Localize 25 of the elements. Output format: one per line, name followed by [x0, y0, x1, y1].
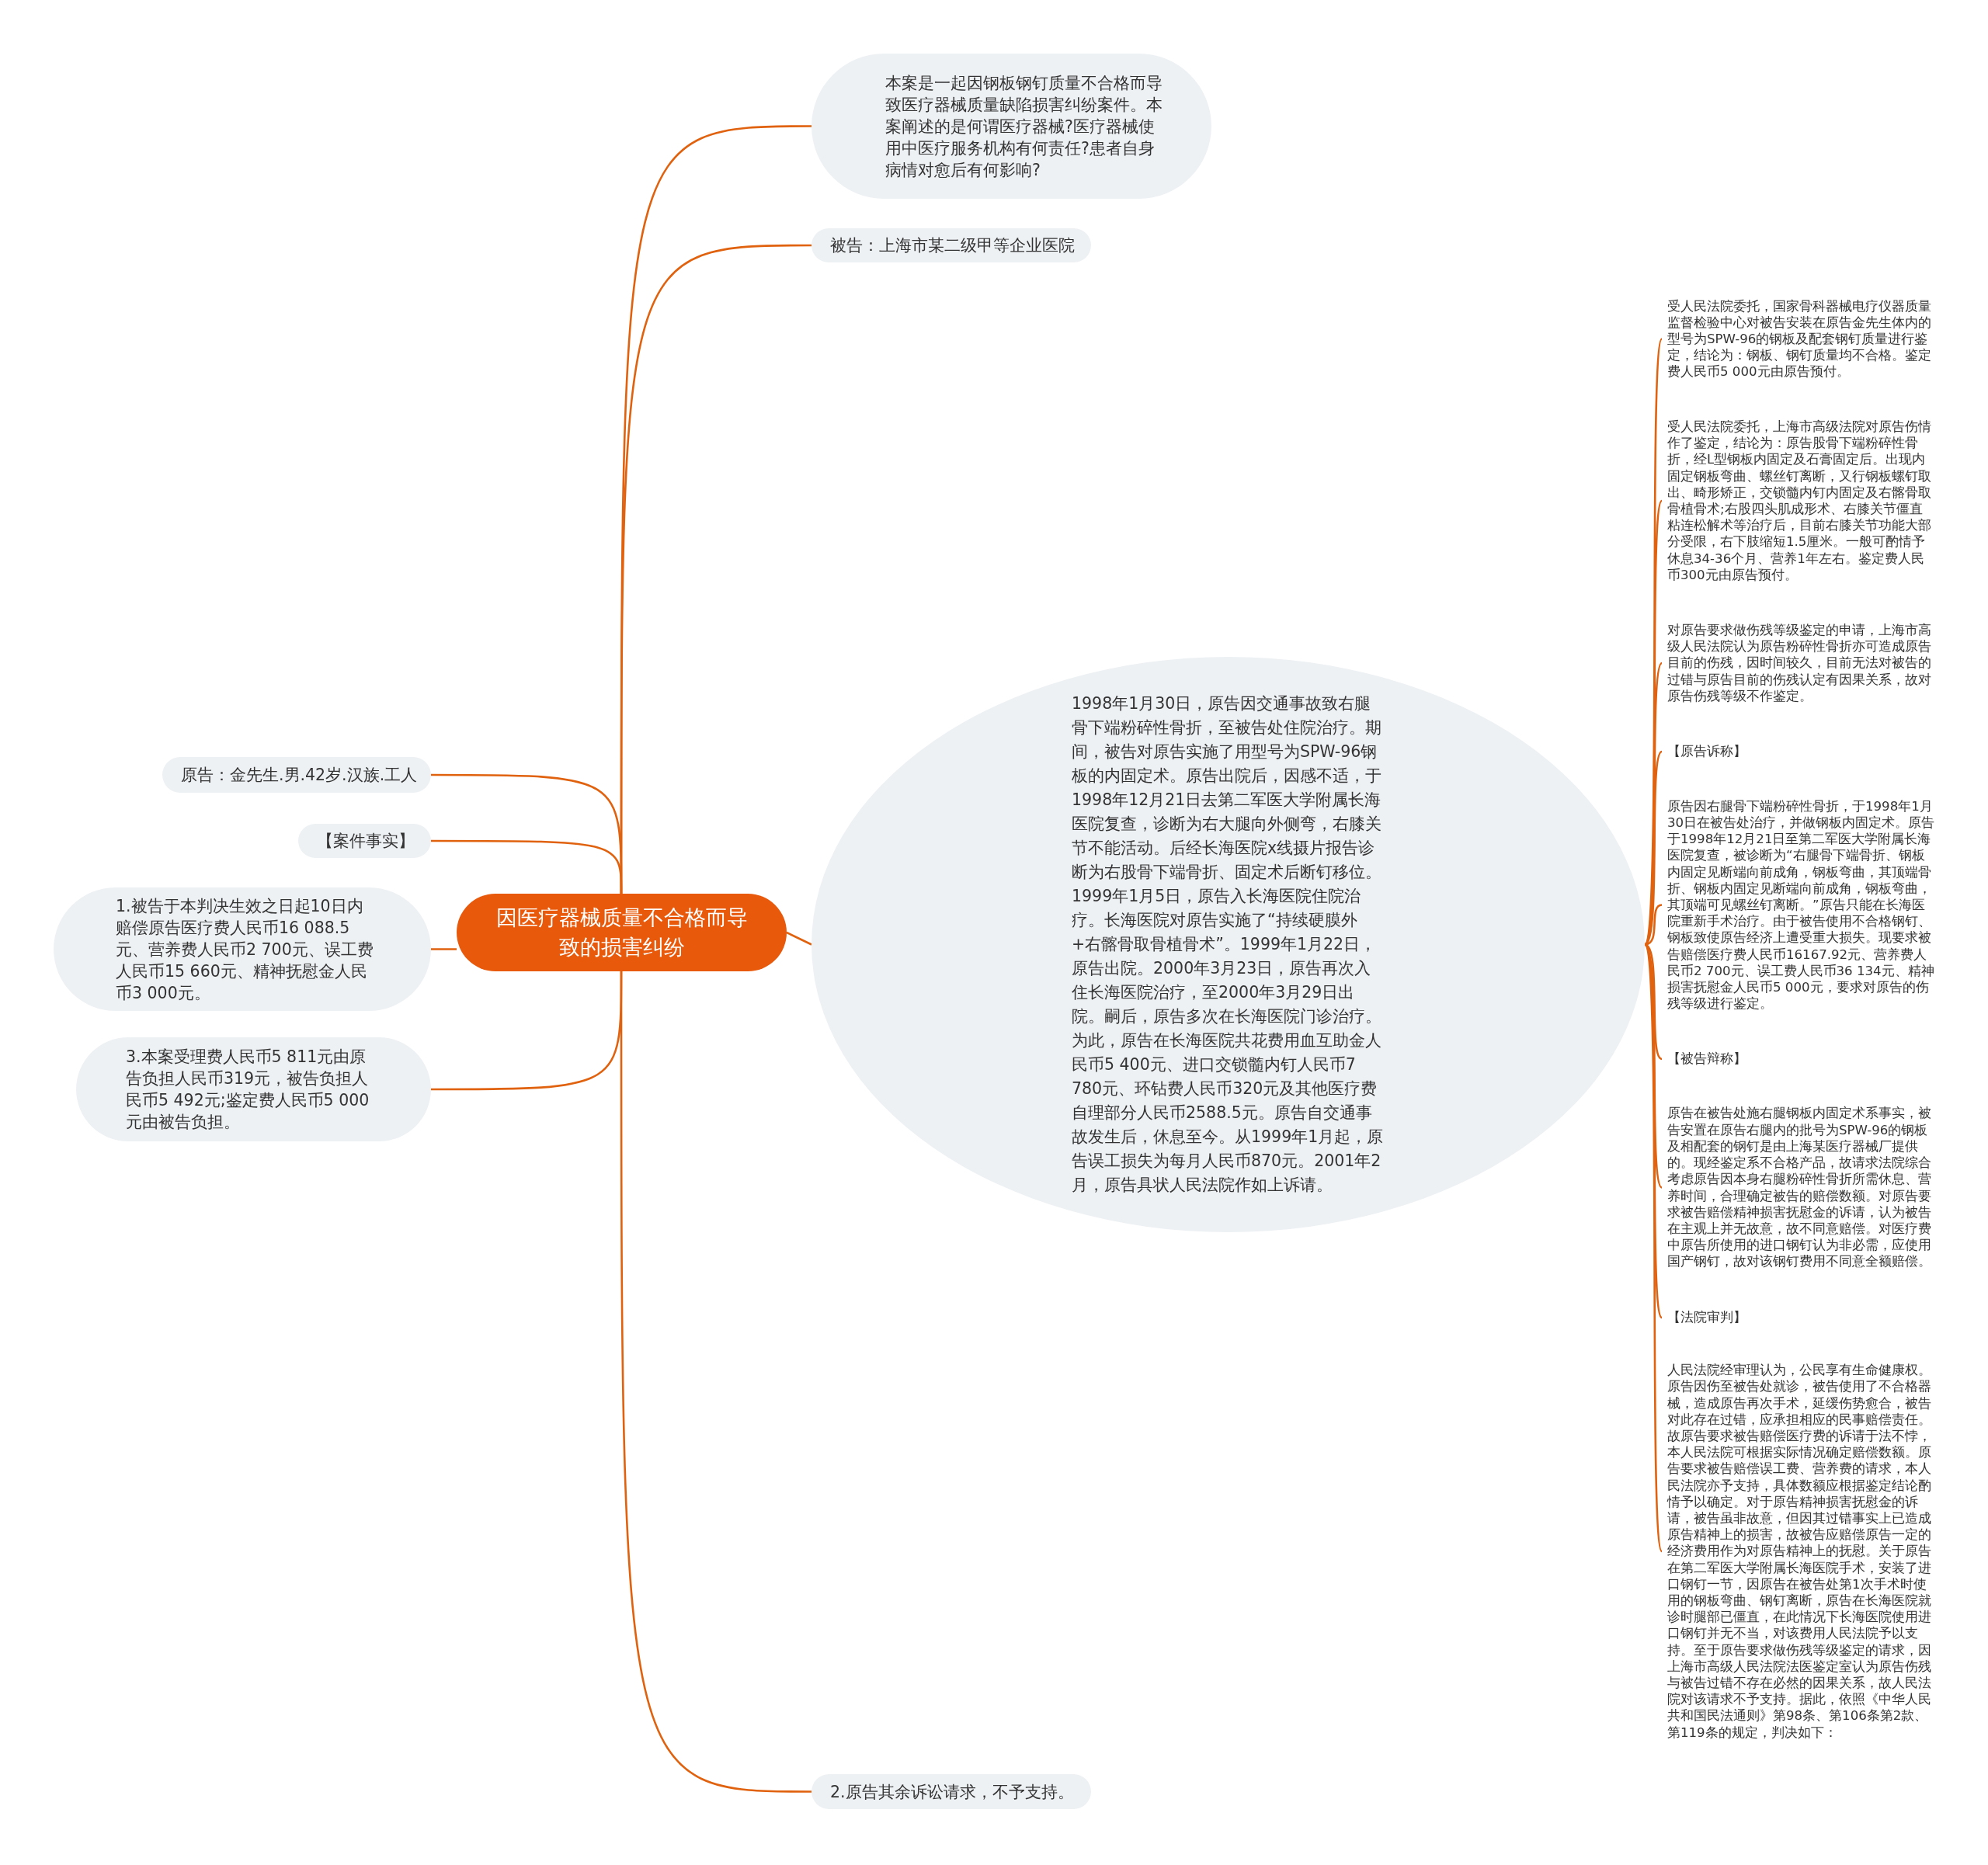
connector-line [1644, 751, 1663, 946]
central-topic: 因医疗器械质量不合格而导致的损害纠纷 [457, 894, 787, 971]
topic-bubble: 本案是一起因钢板钢钉质量不合格而导致医疗器械质量缺陷损害纠纷案件。本案阐述的是何谓医疗器械?医疗器械使用中医疗服务机构有何责任?患者自身病情对愈后有何影响? [812, 54, 1211, 199]
topic-pill: 原告：金先生.男.42岁.汉族.工人 [162, 757, 431, 793]
connector-line [1643, 662, 1663, 946]
topic-pill: 【案件事实】 [298, 824, 431, 858]
note-text: 原告在被告处施右腿钢板内固定术系事实，被告安置在原告右腿内的批号为SPW-96的钢板及相配套的钢钉是由上海某医疗器械厂提供的。现经鉴定系不合格产品，故请求法院综合考虑原告因本身右腿粉碎性骨折所需休息、营养时间，合理确定被告的赔偿数额。对原告要求被告赔偿精神损害抚慰金的诉请，认为被告在主观上并无故意，故不同意赔偿。对医疗费中原告所使用的进口钢钉认为非必需，应使用国产钢钉，故对该钢钉费用不同意全额赔偿。 [1662, 1107, 1941, 1268]
note-text: 原告因右腿骨下端粉碎性骨折，于1998年1月30日在被告处治疗，并做钢板内固定术。原告于1998年12月21日至第二军医大学附属长海医院复查，被诊断为“右腿骨下端骨折、钢板内固定见断端向前成角，钢板弯曲，其顶端骨折、钢板内固定见断端向前成角，钢板弯曲，其顶端可见螺丝钉离断。”原告只能在长海医院重新手术治疗。由于被告使用不合格钢钉、钢板致使原告经济上遭受重大损失。现要求被告赔偿医疗费人民币16167.92元、营养费人民币2 700元、误工费人民币36 134元、精神损害抚慰金人民币5 000元，要求对原告的伤残等级进行鉴定。 [1662, 799, 1941, 1011]
connector-line [786, 931, 812, 946]
topic-pill: 被告：上海市某二级甲等企业医院 [812, 228, 1091, 262]
note-text: 对原告要求做伤残等级鉴定的申请，上海市高级人民法院认为原告粉碎性骨折亦可造成原告目前的伤残，因时间较久，目前无法对被告的过错与原告目前的伤残认定有因果关系，故对原告伤残等级不作鉴定。 [1662, 623, 1941, 703]
note-text: 【被告辩称】 [1662, 1050, 1941, 1068]
note-text: 【原告诉称】 [1662, 742, 1941, 761]
connector-line [431, 839, 623, 894]
connector-line [1643, 944, 1663, 1552]
connector-line [431, 948, 457, 950]
connector-line [620, 971, 812, 1793]
text-ellipse: 1998年1月30日，原告因交通事故致右腿骨下端粉碎性骨折，至被告处住院治疗。期间，被告对原告实施了用型号为SPW-96钢板的内固定术。原告出院后，因感不适，于1998年12月21日去第二军医大学附属长海医院复查，诊断为右大腿向外侧弯，右膝关节不能活动。后经长海医院x线摄片报告诊断为右股骨下端骨折、固定术后断钉移位。1999年1月5日，原告入长海医院住院治疗。长海医院对原告实施了“持续硬膜外+右髂骨取骨植骨术”。1999年1月22日，原告出院。2000年3月23日，原告再次入住长海医院治疗，至2000年3月29日出院。嗣后，原告多次在长海医院门诊治疗。为此，原告在长海医院共花费用血互助金人民币5 400元、进口交锁髓内钉人民币7 780元、环钻费人民币320元及其他医疗费自理部分人民币2588.5元。原告自交通事故发生后，休息至今。从1999年1月起，原告误工损失为每月人民币870元。2001年2月，原告具状人民法院作如上诉请。 [812, 657, 1645, 1232]
topic-bubble: 1.被告于本判决生效之日起10日内赔偿原告医疗费人民币16 088.5元、营养费人民币2 700元、误工费人民币15 660元、精神抚慰金人民币3 000元。 [54, 887, 431, 1011]
note-text: 受人民法院委托，上海市高级法院对原告伤情作了鉴定，结论为：原告股骨下端粉碎性骨折，经L型钢板内固定及石膏固定后。出现内固定钢板弯曲、螺丝钉离断，又行钢板螺钉取出、畸形矫正，交锁髓内钉内固定及右髂骨取骨植骨术;右股四头肌成形术、右膝关节僵直粘连松解术等治疗后，目前右膝关节功能大部分受限，右下肢缩短1.5厘米。一般可酌情予休息34-36个月、营养1年左右。鉴定费人民币300元由原告预付。 [1662, 421, 1941, 581]
connector-line [1643, 339, 1663, 945]
topic-bubble: 3.本案受理费人民币5 811元由原告负担人民币319元，被告负担人民币5 492元;鉴定费人民币5 000元由被告负担。 [76, 1037, 431, 1141]
note-text: 【法院审判】 [1662, 1308, 1941, 1327]
topic-pill: 2.原告其余诉讼请求，不予支持。 [812, 1774, 1091, 1809]
note-text: 受人民法院委托，国家骨科器械电疗仪器质量监督检验中心对被告安装在原告金先生体内的型号为SPW-96的钢板及配套钢钉质量进行鉴定，结论为：钢板、钢钉质量均不合格。鉴定费人民币5 000元由原告预付。 [1662, 299, 1941, 379]
